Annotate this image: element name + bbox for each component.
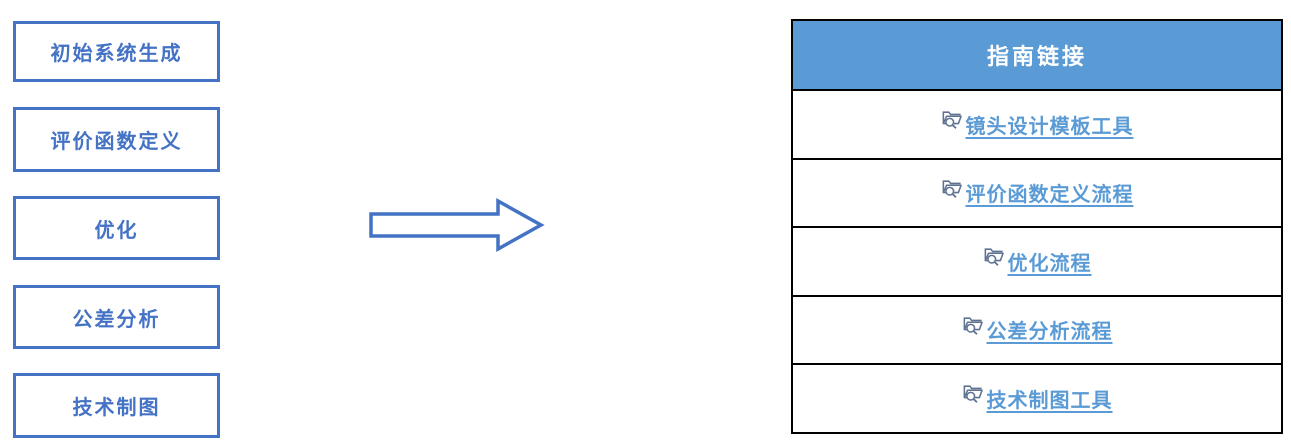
guide-link-label: 技术制图工具 bbox=[986, 389, 1113, 412]
flow-step-label: 公差分析 bbox=[72, 308, 161, 331]
flow-step-tolerance-analysis-box: 公差分析 bbox=[13, 285, 220, 349]
guide-link-tolerance-analysis-process[interactable]: 公差分析流程 bbox=[962, 315, 1113, 344]
guide-links-table: 指南链接 镜头设计模板工具 bbox=[791, 19, 1283, 434]
table-row: 技术制图工具 bbox=[791, 363, 1283, 434]
guide-link-technical-drawing-tool[interactable]: 技术制图工具 bbox=[962, 384, 1113, 413]
right-arrow-icon bbox=[369, 197, 545, 253]
table-row: 评价函数定义流程 bbox=[791, 157, 1283, 228]
flow-step-merit-function-box: 评价函数定义 bbox=[13, 107, 220, 172]
guide-link-lens-template-tool[interactable]: 镜头设计模板工具 bbox=[941, 110, 1134, 139]
flow-step-label: 优化 bbox=[94, 219, 139, 242]
table-row: 公差分析流程 bbox=[791, 294, 1283, 365]
folder-search-icon bbox=[962, 383, 984, 409]
table-row: 优化流程 bbox=[791, 226, 1283, 297]
folder-search-icon bbox=[941, 109, 963, 135]
folder-search-icon bbox=[941, 178, 963, 204]
guide-link-merit-function-process[interactable]: 评价函数定义流程 bbox=[941, 178, 1134, 207]
guide-link-optimization-process[interactable]: 优化流程 bbox=[983, 247, 1092, 276]
flow-step-label: 初始系统生成 bbox=[50, 43, 183, 65]
guide-link-label: 公差分析流程 bbox=[986, 321, 1113, 344]
folder-search-icon bbox=[962, 315, 984, 341]
guide-link-label: 优化流程 bbox=[1007, 252, 1092, 275]
flow-step-technical-drawing-box: 技术制图 bbox=[13, 373, 220, 438]
flow-step-label: 评价函数定义 bbox=[50, 131, 183, 153]
flow-step-optimization-box: 优化 bbox=[13, 196, 220, 260]
flow-step-label: 技术制图 bbox=[72, 397, 161, 419]
table-row: 镜头设计模板工具 bbox=[791, 89, 1283, 160]
flow-step-initial-system-box: 初始系统生成 bbox=[13, 21, 220, 82]
folder-search-icon bbox=[983, 246, 1005, 272]
guide-link-label: 评价函数定义流程 bbox=[965, 184, 1134, 207]
guide-table-header: 指南链接 bbox=[791, 19, 1283, 91]
guide-link-label: 镜头设计模板工具 bbox=[965, 115, 1134, 138]
